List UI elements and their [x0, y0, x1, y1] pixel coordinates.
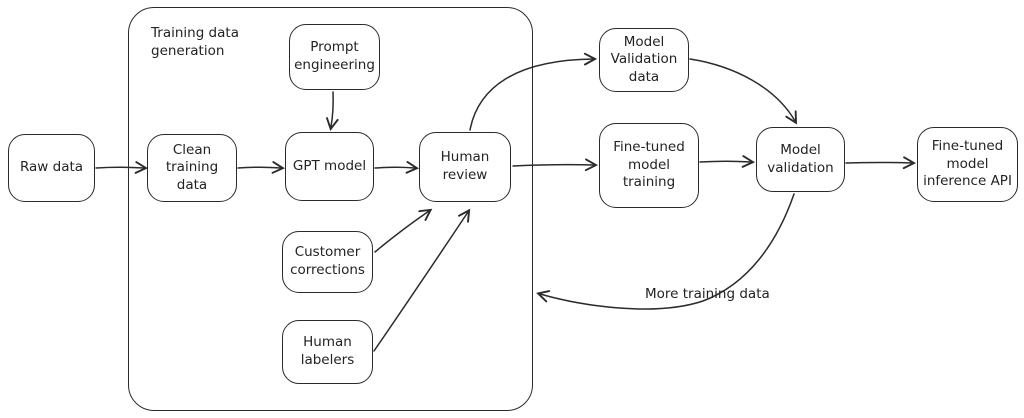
edge-validation-data-to-validation [689, 58, 798, 125]
node-gpt-model: GPT model [285, 132, 374, 201]
node-customer-corrections: Customer corrections [282, 231, 373, 293]
node-clean-training-data-label: Clean training data [165, 141, 219, 193]
node-fine-tuned-model-training-label: Fine-tuned model training [613, 139, 685, 191]
node-clean-training-data: Clean training data [147, 134, 237, 202]
node-human-review: Human review [419, 132, 511, 202]
node-fine-tuned-model-training: Fine-tuned model training [599, 123, 699, 208]
edge-gpt-to-review [374, 161, 420, 174]
edge-clean-to-gpt [237, 161, 286, 174]
node-human-labelers-label: Human labelers [300, 334, 355, 368]
edge-labelers-to-review [373, 208, 471, 352]
node-fine-tuned-model-inference-api: Fine-tuned model inference API [917, 127, 1018, 202]
node-customer-corrections-label: Customer corrections [290, 244, 365, 278]
group-training-data-generation [128, 7, 533, 411]
node-raw-data-label: Raw data [19, 159, 84, 176]
edge-label-more-training-data: More training data [645, 286, 770, 302]
node-model-validation: Model validation [756, 127, 845, 192]
edge-training-to-validation [699, 155, 756, 168]
node-model-validation-label: Model validation [767, 141, 834, 176]
node-prompt-engineering-label: Prompt engineering [294, 39, 375, 73]
group-label: Training data generation [151, 25, 239, 60]
edge-review-to-validation-data [469, 52, 598, 131]
node-gpt-model-label: GPT model [292, 157, 367, 174]
node-model-validation-data: Model Validation data [599, 28, 689, 92]
edge-prompt-to-gpt [326, 91, 339, 131]
node-human-review-label: Human review [440, 149, 490, 183]
edge-more-training-data [536, 193, 795, 310]
node-human-labelers: Human labelers [282, 320, 373, 384]
node-prompt-engineering: Prompt engineering [289, 24, 380, 90]
edge-validation-to-api [845, 156, 917, 170]
node-raw-data: Raw data [8, 134, 95, 202]
node-fine-tuned-model-inference-api-label: Fine-tuned model inference API [923, 138, 1012, 190]
node-model-validation-data-label: Model Validation data [610, 33, 678, 85]
edge-review-to-training [512, 158, 599, 172]
edge-corrections-to-review [374, 208, 433, 253]
edge-raw-to-clean [95, 161, 149, 174]
